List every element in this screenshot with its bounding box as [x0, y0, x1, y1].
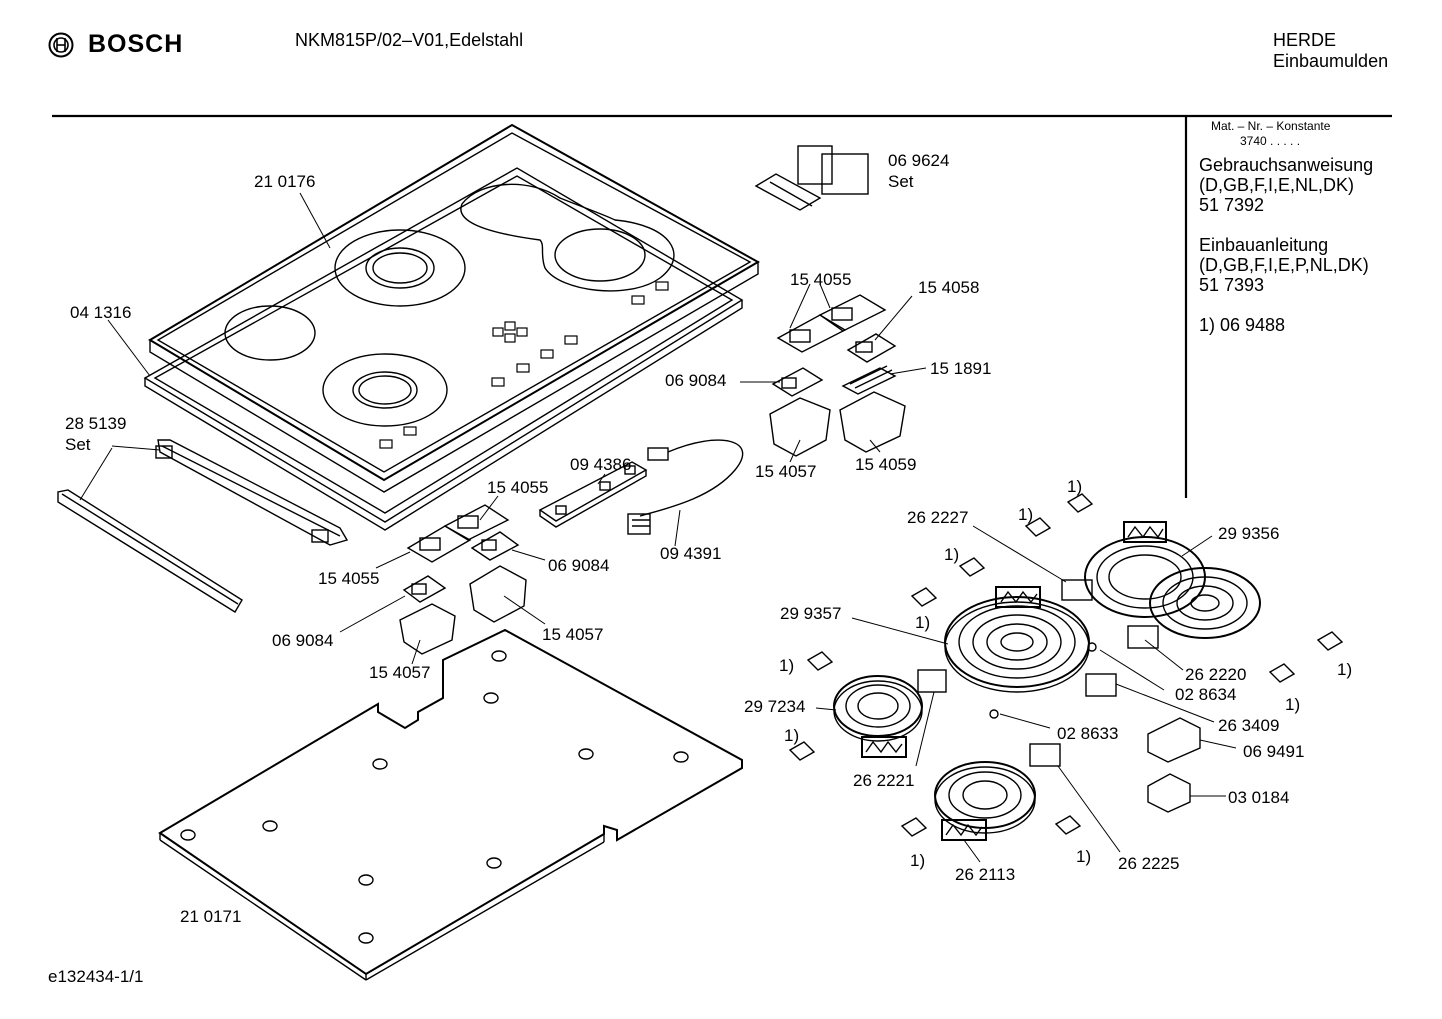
brand-name: BOSCH	[88, 30, 184, 58]
part-label: 15 4058	[918, 278, 980, 297]
install-number: 51 7393	[1199, 275, 1265, 295]
base-plate	[158, 628, 743, 981]
part-label: 1)	[1076, 847, 1092, 866]
brand-logo: BOSCH	[48, 30, 183, 59]
mat-caption: Mat. – Nr. – Konstante	[1211, 119, 1331, 133]
heater-262113	[934, 761, 1036, 841]
small-parts	[788, 493, 1344, 837]
part-label: 1)	[784, 726, 800, 745]
manual-langs: (D,GB,F,I,E,NL,DK)	[1199, 175, 1355, 195]
part-label: 04 1316	[70, 303, 132, 322]
heater-297234	[833, 675, 923, 758]
part-label: 26 2221	[853, 771, 915, 790]
mat-value: 3740 . . . . .	[1240, 134, 1301, 148]
part-label: 15 4055	[318, 569, 380, 588]
part-label: 06 9084	[272, 631, 334, 650]
part-label: Set	[65, 435, 91, 454]
part-label: 15 4057	[755, 462, 817, 481]
manual-title: Gebrauchsanweisung	[1199, 155, 1374, 175]
part-label: 1)	[915, 613, 931, 632]
part-label: 1)	[910, 851, 926, 870]
part-label: 1)	[1337, 660, 1353, 679]
frame-seal	[143, 167, 744, 531]
left-switch-group	[399, 504, 527, 655]
part-label: 29 9356	[1218, 524, 1280, 543]
part-label: 26 2220	[1185, 665, 1247, 684]
drawing-code: e132434-1/1	[48, 967, 144, 986]
part-label: 09 4391	[660, 544, 722, 563]
model-title: NKM815P/02–V01,Edelstahl	[295, 30, 524, 50]
part-label: 02 8633	[1057, 724, 1119, 743]
install-title: Einbauanleitung	[1199, 235, 1329, 255]
part-label: 29 9357	[780, 604, 842, 623]
part-label: 26 2225	[1118, 854, 1180, 873]
part-label: 09 4386	[570, 455, 632, 474]
part-label: 06 9624	[888, 151, 950, 170]
plug-set	[754, 145, 869, 211]
install-langs: (D,GB,F,I,E,P,NL,DK)	[1199, 255, 1369, 275]
category-line1: HERDE	[1273, 30, 1337, 50]
mounting-rail	[57, 439, 349, 613]
heater-299357	[944, 586, 1090, 693]
part-label: 1)	[779, 656, 795, 675]
part-label: 1)	[1285, 695, 1301, 714]
leader-lines	[79, 192, 1237, 863]
part-label: 03 0184	[1228, 788, 1290, 807]
manual-number: 51 7392	[1199, 195, 1265, 215]
footnote: 1) 06 9488	[1199, 315, 1286, 335]
part-label: 26 2227	[907, 508, 969, 527]
part-label: Set	[888, 172, 914, 191]
part-label: 26 2113	[955, 865, 1016, 884]
part-label: 15 4055	[790, 270, 852, 289]
part-label: 26 3409	[1218, 716, 1280, 735]
ribbon-cable	[538, 439, 744, 535]
part-label: 29 7234	[744, 697, 806, 716]
part-label: 1)	[944, 545, 960, 564]
part-label: 1)	[1018, 505, 1034, 524]
part-label: 06 9491	[1243, 742, 1305, 761]
part-label: 1)	[1067, 477, 1083, 496]
part-label: 28 5139	[65, 414, 127, 433]
part-label: 06 9084	[548, 556, 610, 575]
part-label: 15 4057	[369, 663, 431, 682]
part-label: 15 4055	[487, 478, 549, 497]
category-line2: Einbaumulden	[1273, 51, 1389, 71]
heater-299356	[1084, 521, 1261, 639]
part-label: 15 1891	[930, 359, 992, 378]
part-label: 21 0176	[254, 172, 316, 191]
bosch-armature-icon	[48, 32, 74, 57]
part-label: 15 4059	[855, 455, 917, 474]
glass-ceramic-top	[148, 123, 761, 493]
part-label: 15 4057	[542, 625, 604, 644]
part-label: 02 8634	[1175, 685, 1237, 704]
right-switch-group	[769, 294, 906, 457]
part-label: 06 9084	[665, 371, 727, 390]
part-label: 21 0171	[180, 907, 242, 926]
